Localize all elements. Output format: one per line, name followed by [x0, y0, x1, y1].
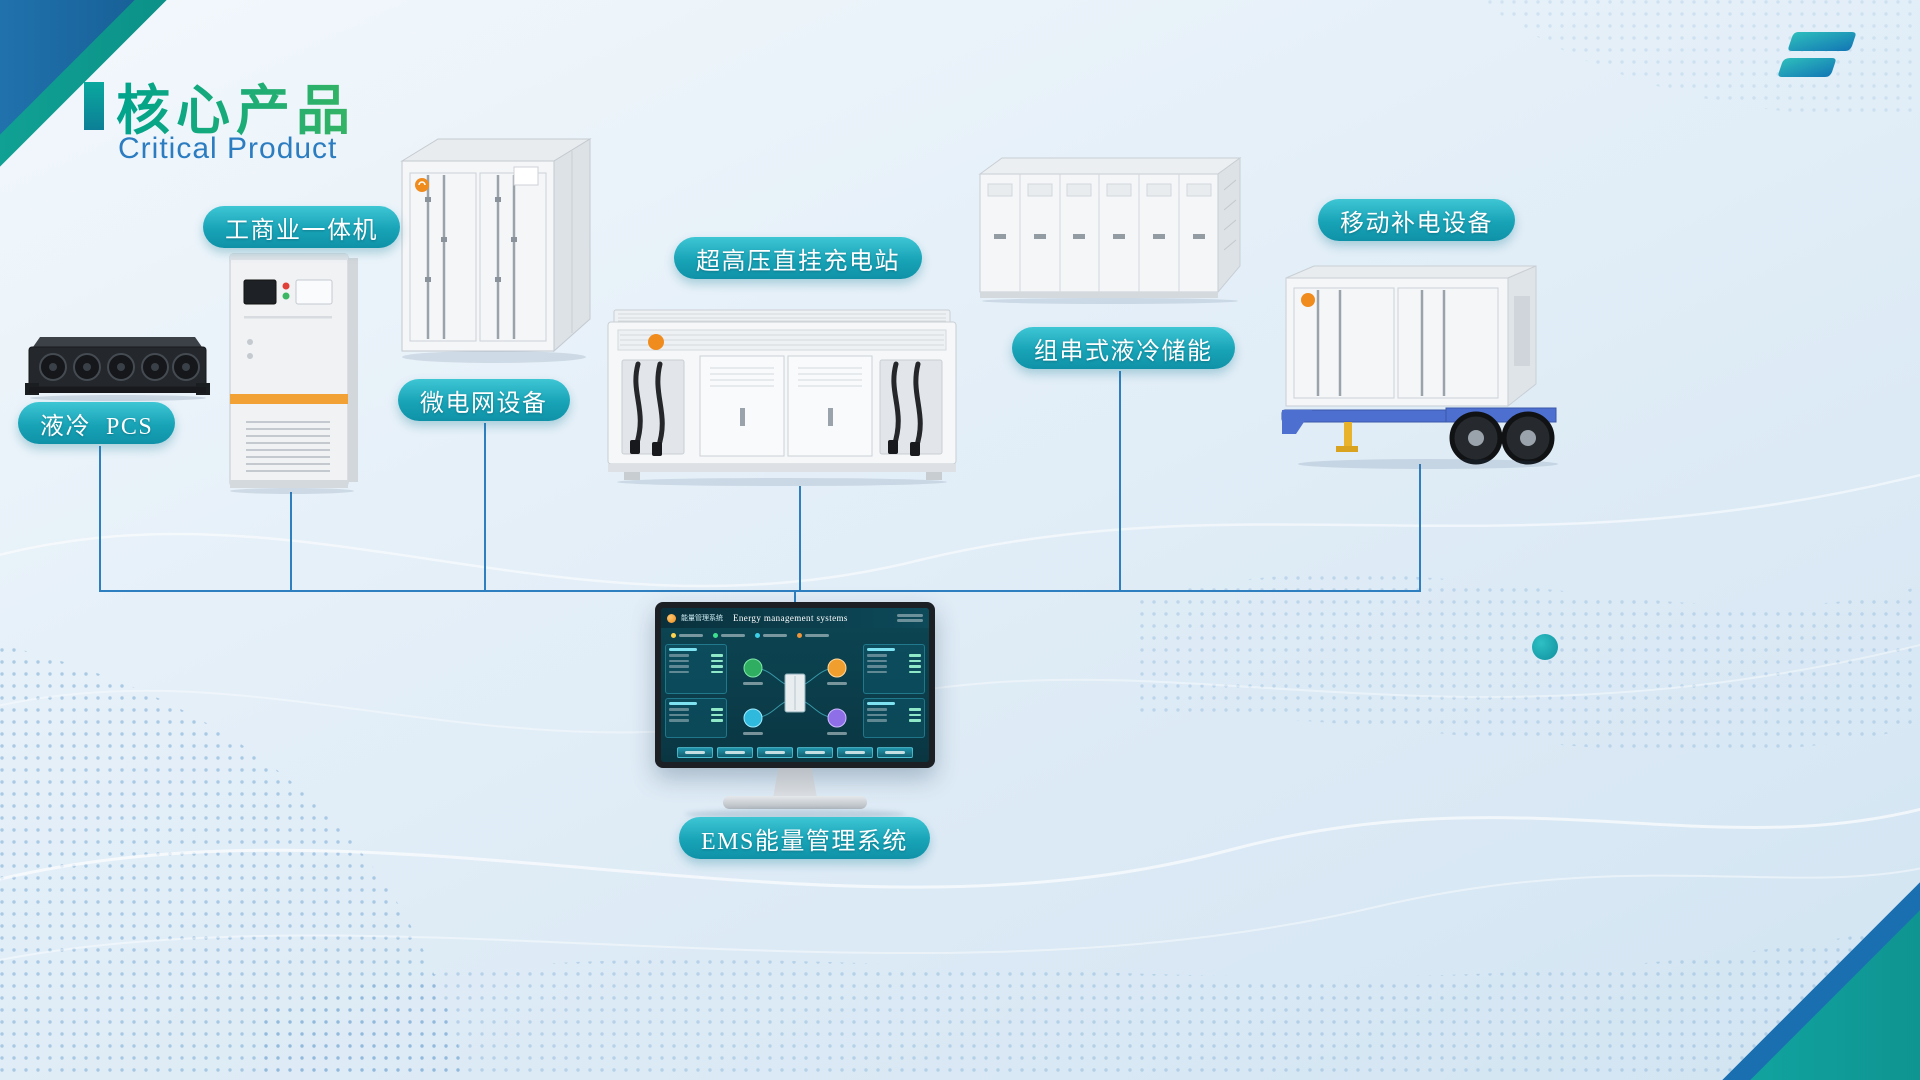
monitor-stand-neck: [773, 768, 817, 798]
ems-flow-diagram: [743, 658, 847, 735]
label-mobile-power: 移动补电设备: [1318, 199, 1515, 241]
ems-status-chip: [755, 632, 787, 638]
label-microgrid: 微电网设备: [398, 379, 570, 421]
ems-status-chip: [671, 632, 703, 638]
product-charging-station-image: [607, 309, 957, 486]
company-logo: [1778, 32, 1856, 77]
ems-header-datetime: [897, 614, 923, 622]
product-string-storage-image: [978, 157, 1242, 304]
connector-line-horizontal: [99, 590, 1421, 592]
monitor-frame: 能量管理系统 Energy management systems: [655, 602, 935, 768]
ems-panel-left-top: [665, 644, 727, 694]
label-all-in-one: 工商业一体机: [203, 206, 400, 248]
monitor-shadow: [685, 809, 905, 819]
ems-button: [757, 746, 793, 758]
page-subtitle: Critical Product: [118, 132, 338, 165]
ems-button: [877, 746, 913, 758]
ems-logo-icon: [667, 613, 676, 623]
ems-button-row: [661, 745, 929, 762]
connector-line-pcs: [99, 446, 101, 592]
ems-status-chip: [797, 632, 829, 638]
connector-line-mobile: [1419, 464, 1421, 592]
ems-status-chip: [713, 632, 745, 638]
product-pcs-image: [25, 337, 210, 401]
ems-panel-left-bottom: [665, 698, 727, 738]
title-block: 核心产品 Critical Product: [84, 66, 544, 186]
ems-panel-right-top: [863, 644, 925, 694]
product-mobile-power-trailer-image: [1281, 265, 1558, 469]
connector-line-charging: [799, 486, 801, 592]
connector-line-microgrid: [484, 423, 486, 592]
ems-screen: 能量管理系统 Energy management systems: [661, 608, 929, 762]
product-microgrid-container-image: [400, 138, 592, 363]
ems-status-row: [661, 628, 929, 642]
title-accent-bar: [84, 82, 104, 130]
label-microgrid-text: 微电网设备: [420, 390, 548, 417]
ems-button: [677, 746, 713, 758]
label-ems: EMS能量管理系统: [679, 817, 930, 859]
ems-main-area: [661, 642, 929, 745]
ems-screen-header: 能量管理系统 Energy management systems: [661, 608, 929, 628]
ems-button: [837, 746, 873, 758]
ems-panel-right-bottom: [863, 698, 925, 738]
connector-line-all-in-one: [290, 492, 292, 592]
ems-button: [717, 746, 753, 758]
label-string-storage: 组串式液冷储能: [1012, 327, 1235, 369]
label-pcs: 液冷 PCS: [18, 402, 176, 444]
connector-line-ems: [794, 592, 796, 604]
ems-screen-title: Energy management systems: [733, 613, 848, 623]
connector-line-string-storage: [1119, 371, 1121, 592]
label-string-storage-text: 组串式液冷储能: [1034, 338, 1213, 365]
label-pcs-text: 液冷 PCS: [40, 413, 154, 440]
label-charging-station-text: 超高压直挂充电站: [696, 248, 900, 275]
label-all-in-one-text: 工商业一体机: [225, 217, 378, 244]
label-mobile-power-text: 移动补电设备: [1340, 210, 1493, 237]
ems-button: [797, 746, 833, 758]
ems-monitor: 能量管理系统 Energy management systems: [655, 602, 935, 819]
teal-dot-decoration: [1532, 634, 1558, 660]
monitor-stand-base: [723, 796, 867, 809]
ems-brand: 能量管理系统: [681, 615, 723, 622]
page-title: 核心产品: [116, 66, 356, 145]
label-charging-station: 超高压直挂充电站: [674, 237, 922, 279]
product-all-in-one-cabinet-image: [229, 253, 358, 494]
label-ems-text: EMS能量管理系统: [701, 828, 908, 855]
